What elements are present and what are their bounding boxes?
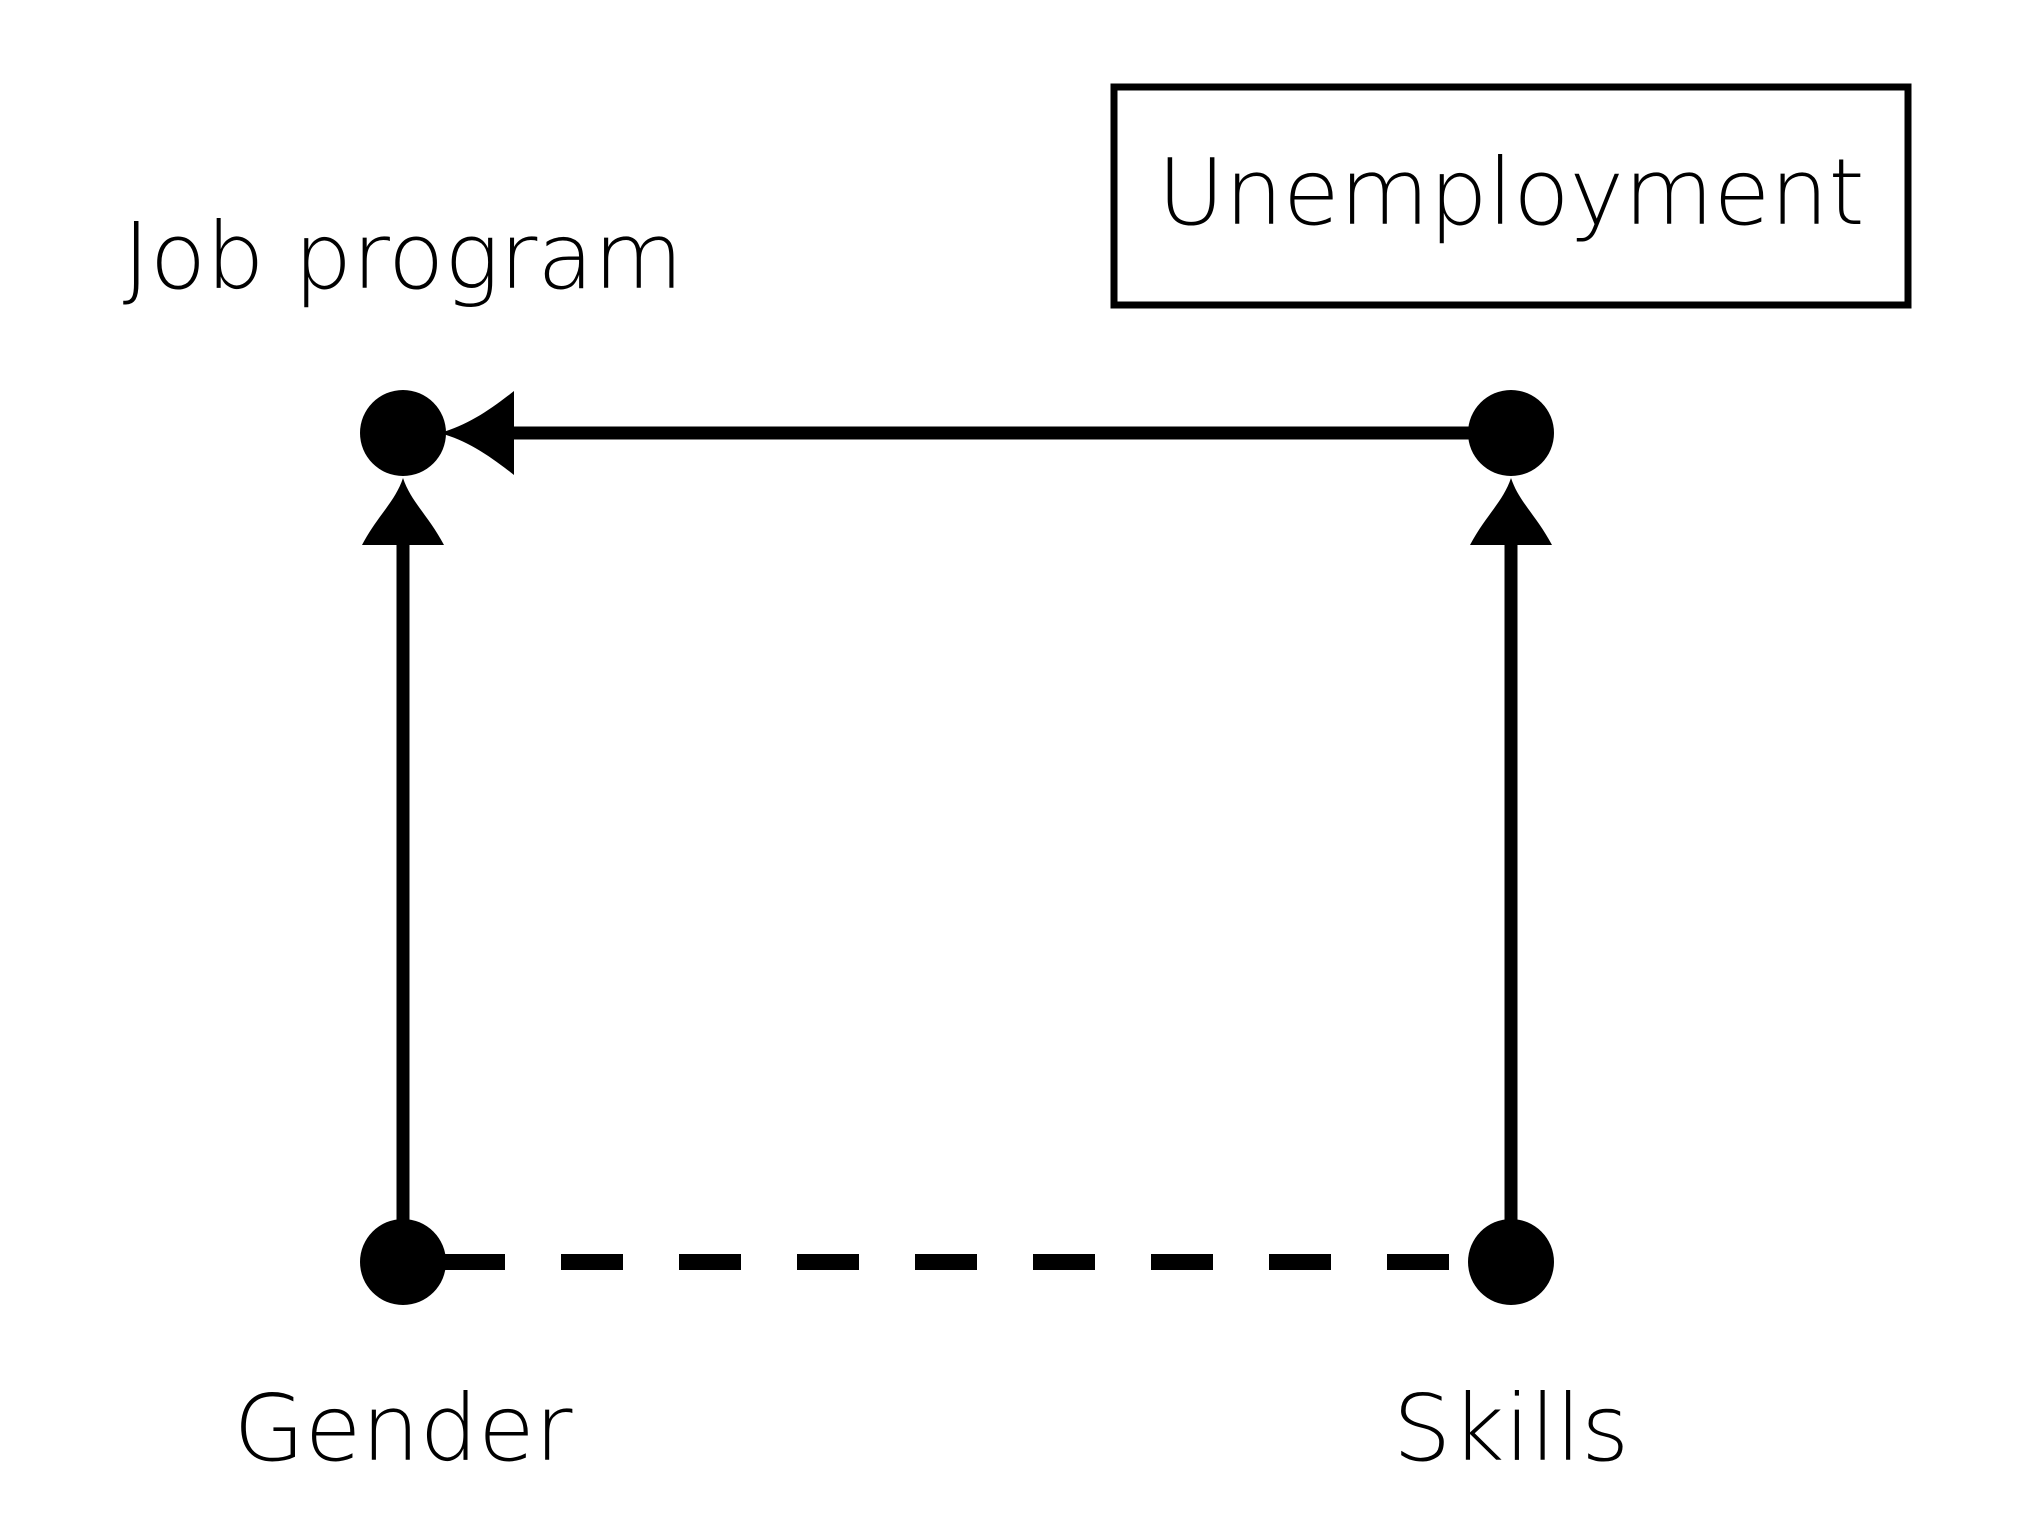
label-skills: Skills xyxy=(1393,1375,1629,1482)
unemployment-box xyxy=(1110,83,1912,309)
arrowhead-into-job-program-horizontal xyxy=(440,391,514,475)
node-job-program xyxy=(360,390,446,476)
node-skills xyxy=(1468,1219,1554,1305)
label-job-program: Job program xyxy=(123,203,684,310)
label-unemployment: Unemployment xyxy=(1157,139,1864,246)
node-gender xyxy=(360,1219,446,1305)
node-unemployment xyxy=(1468,390,1554,476)
arrowhead-into-job-program-vertical xyxy=(362,478,444,545)
label-gender: Gender xyxy=(233,1375,572,1482)
arrowhead-into-unemployment-vertical xyxy=(1470,478,1552,545)
